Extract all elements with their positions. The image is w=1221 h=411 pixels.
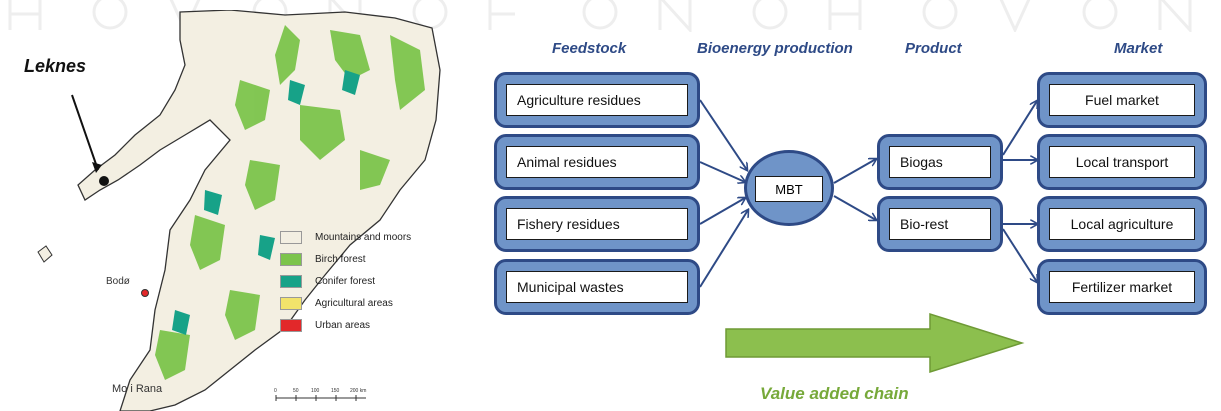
feedstock-box: Fishery residues xyxy=(494,196,700,252)
map-image xyxy=(37,10,441,411)
market-box: Local agriculture xyxy=(1037,196,1207,252)
legend-label: Conifer forest xyxy=(315,276,376,287)
market-label: Local agriculture xyxy=(1049,208,1195,240)
legend-label: Agricultural areas xyxy=(315,298,393,309)
feedstock-box: Agriculture residues xyxy=(494,72,700,128)
map-land xyxy=(77,10,441,411)
market-box: Fuel market xyxy=(1037,72,1207,128)
scale-label: 50 xyxy=(293,388,299,394)
legend-label: Urban areas xyxy=(315,320,371,331)
bodo-marker xyxy=(141,289,149,297)
market-box: Local transport xyxy=(1037,134,1207,190)
product-label: Bio-rest xyxy=(889,208,991,240)
leknes-marker xyxy=(99,176,109,186)
map-legend: Mountains and moors Birch forest Conifer… xyxy=(273,224,433,360)
product-box: Bio-rest xyxy=(877,196,1003,252)
market-label: Fuel market xyxy=(1049,84,1195,116)
value-chain-label: Value added chain xyxy=(760,384,909,403)
header-bioenergy-production: Bioenergy production xyxy=(697,40,853,57)
map-scale-bar: 0 50 100 150 200 km xyxy=(272,386,372,404)
legend-label: Birch forest xyxy=(315,254,366,265)
legend-label: Mountains and moors xyxy=(315,232,412,243)
feedstock-label: Agriculture residues xyxy=(506,84,688,116)
feedstock-box: Animal residues xyxy=(494,134,700,190)
mbt-label: MBT xyxy=(755,176,823,202)
value-chain-arrow xyxy=(725,312,1025,374)
legend-swatch xyxy=(280,297,302,310)
header-product: Product xyxy=(905,40,962,57)
market-label: Fertilizer market xyxy=(1049,271,1195,303)
legend-swatch xyxy=(280,319,302,332)
legend-swatch xyxy=(280,275,302,288)
product-label: Biogas xyxy=(889,146,991,178)
scale-label: 0 xyxy=(274,388,277,394)
header-market: Market xyxy=(1114,40,1163,57)
feedstock-label: Fishery residues xyxy=(506,208,688,240)
scale-label: 200 km xyxy=(350,388,366,394)
bodo-label: Bodø xyxy=(106,276,130,287)
header-feedstock: Feedstock xyxy=(552,40,627,57)
feedstock-label: Municipal wastes xyxy=(506,271,688,303)
leknes-label: Leknes xyxy=(24,56,87,76)
scale-label: 100 xyxy=(311,388,320,394)
feedstock-label: Animal residues xyxy=(506,146,688,178)
market-box: Fertilizer market xyxy=(1037,259,1207,315)
legend-swatch xyxy=(280,231,302,244)
market-label: Local transport xyxy=(1049,146,1195,178)
mo-i-rana-label: Mo i Rana xyxy=(112,383,163,395)
legend-swatch xyxy=(280,253,302,266)
feedstock-box: Municipal wastes xyxy=(494,259,700,315)
product-box: Biogas xyxy=(877,134,1003,190)
scale-label: 150 xyxy=(331,388,340,394)
mbt-process-node: MBT xyxy=(744,150,834,226)
